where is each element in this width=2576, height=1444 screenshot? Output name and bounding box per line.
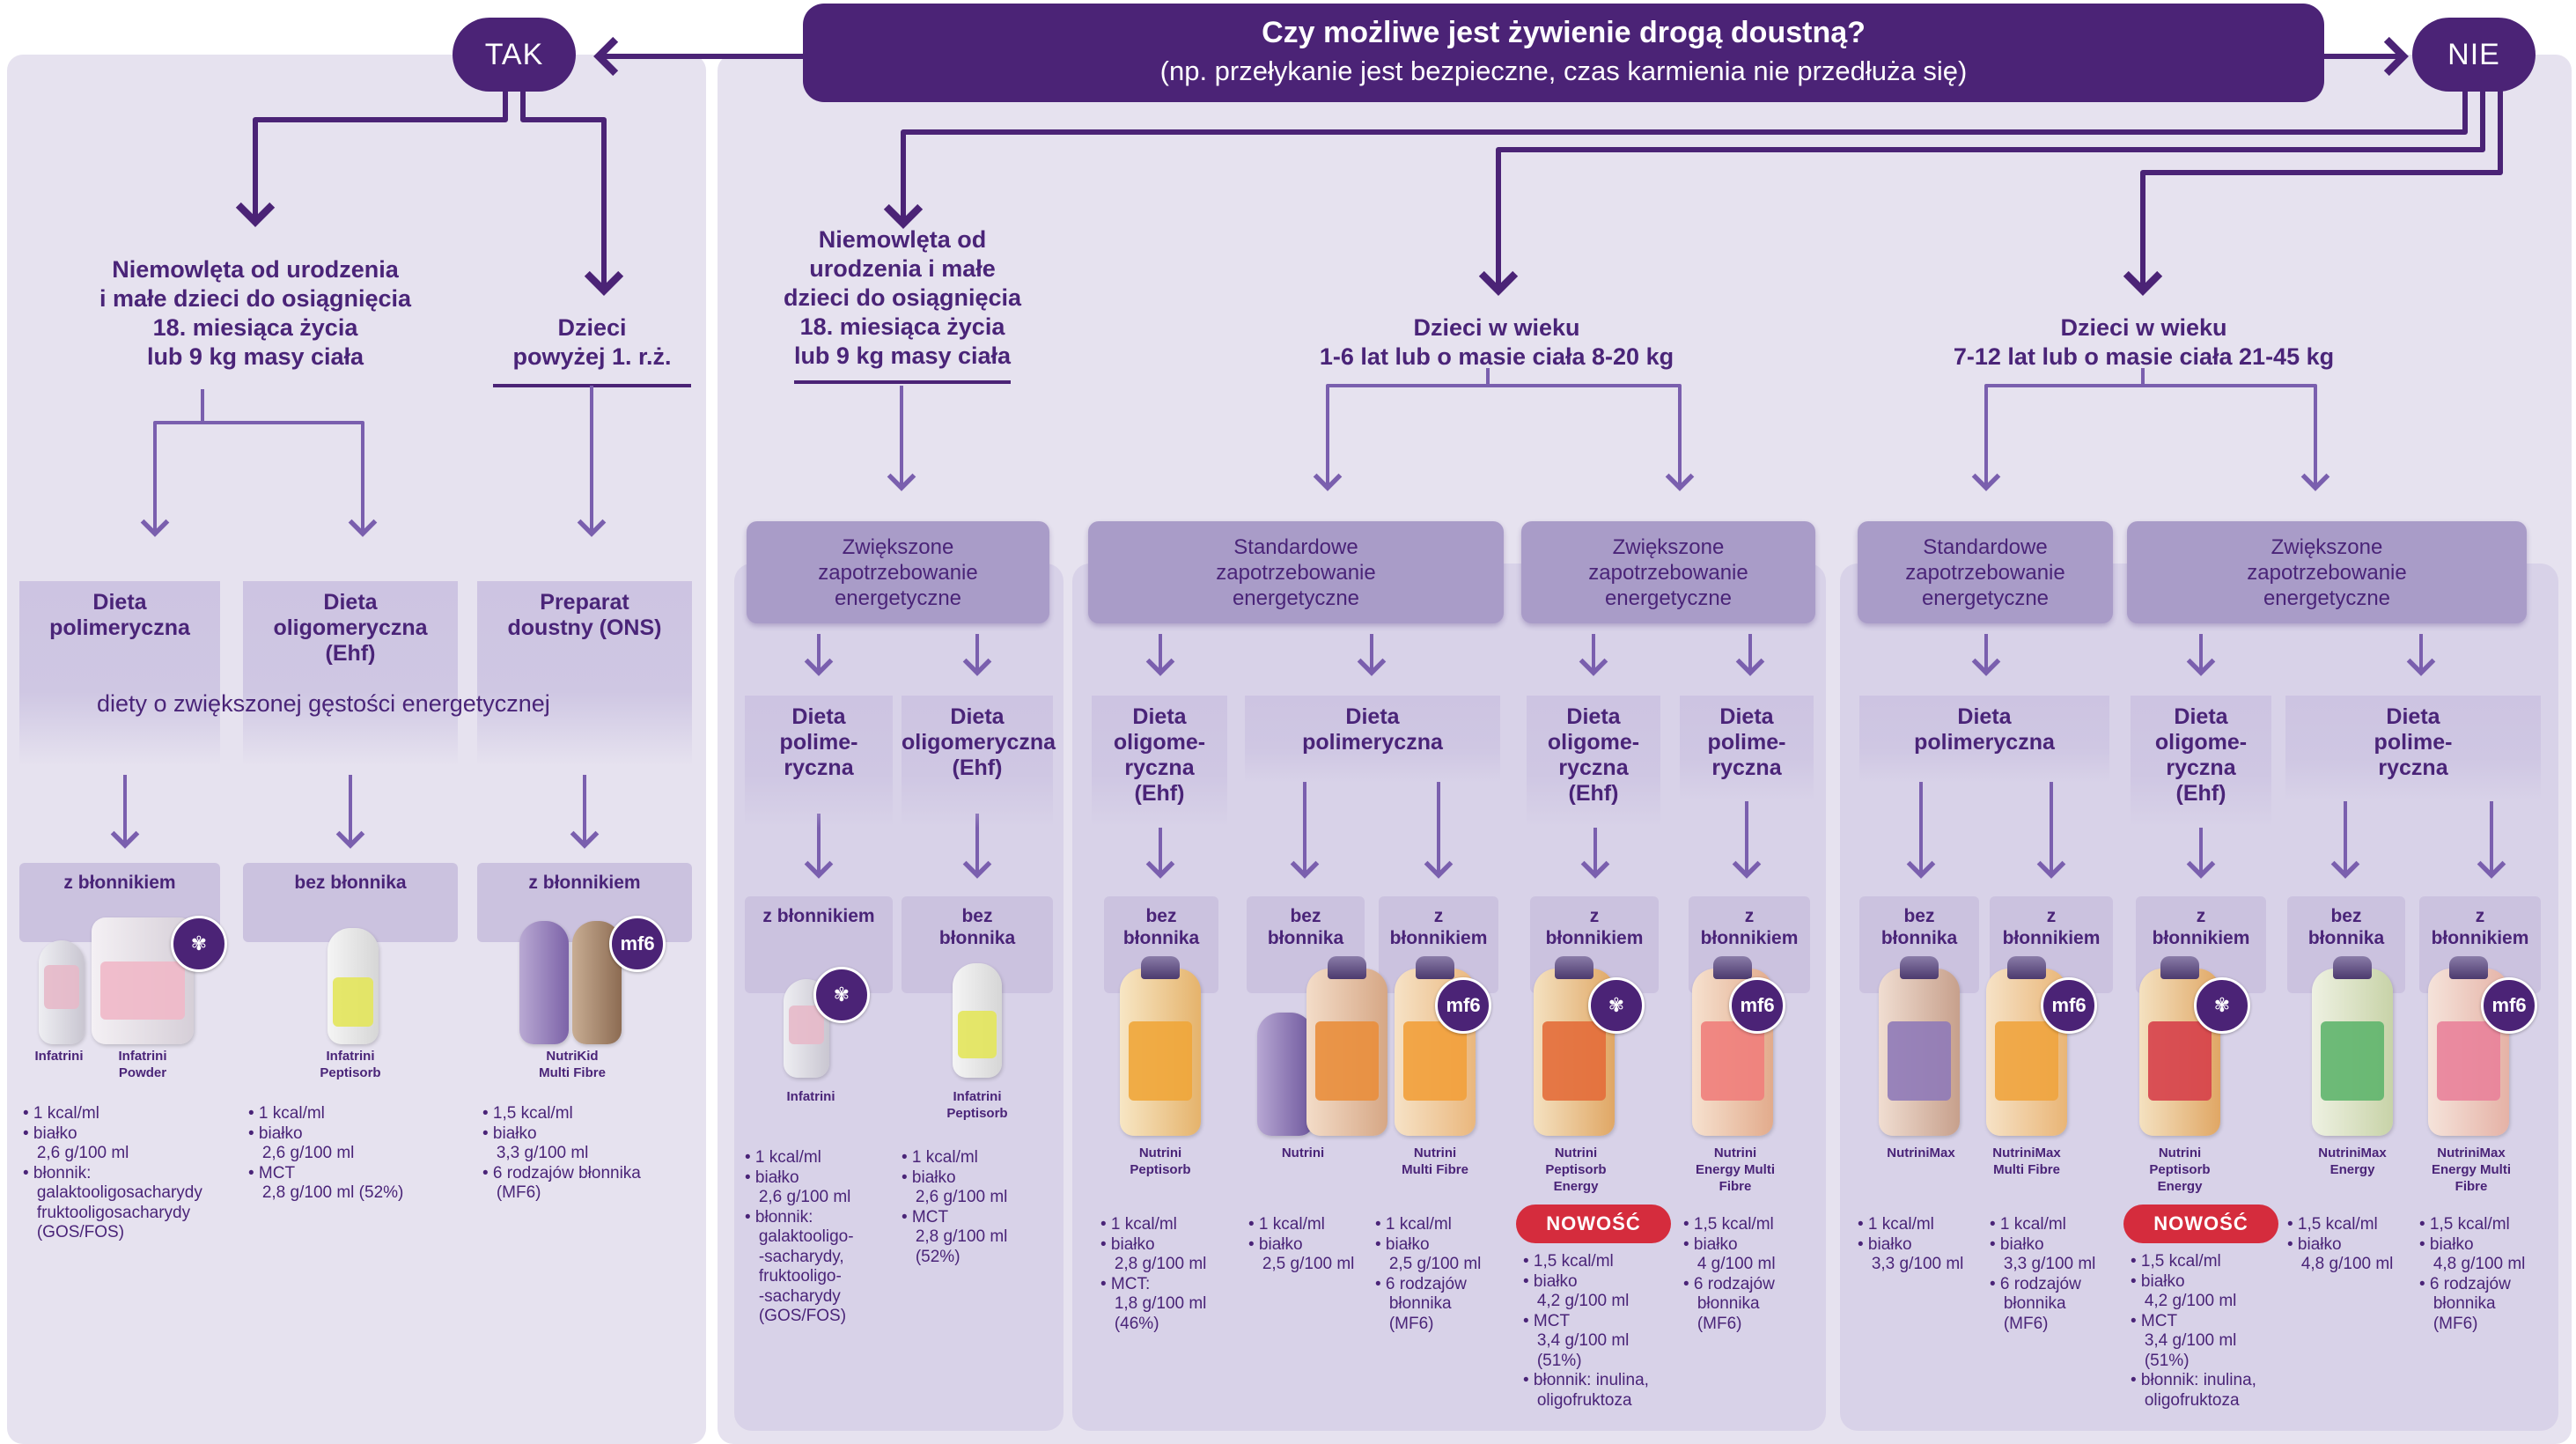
energy-density-note: diety o zwiększonej gęstości energetyczn… bbox=[97, 690, 550, 717]
nutrition-info-nutrini-peptisorb-energy: • 1,5 kcal/ml • białko 4,2 g/100 ml • MC… bbox=[1523, 1252, 1649, 1410]
yes-pill: TAK bbox=[453, 18, 576, 92]
nutrition-info-nutrini-peptisorb-energy-2: • 1,5 kcal/ml • białko 4,2 g/100 ml • MC… bbox=[2131, 1252, 2256, 1410]
product-image-nutrinimax bbox=[1879, 956, 1960, 1136]
product-image-infatrini-2 bbox=[784, 979, 829, 1078]
nutrition-info-infatrini: • 1 kcal/ml • białko 2,6 g/100 ml • błon… bbox=[23, 1104, 202, 1241]
mf6-badge-icon: mf6 bbox=[609, 916, 666, 972]
wheat-fiber-badge-icon: ✾ bbox=[171, 916, 227, 972]
nutrition-info-infatrini-peptisorb: • 1 kcal/ml • białko 2,6 g/100 ml • MCT … bbox=[248, 1104, 404, 1202]
mf6-badge-icon: mf6 bbox=[2041, 977, 2097, 1034]
nutrition-info-nutrini-multi-fibre: • 1 kcal/ml • białko 2,5 g/100 ml • 6 ro… bbox=[1375, 1215, 1482, 1333]
product-name-nutrinimax: NutriniMax bbox=[1887, 1146, 1955, 1160]
product-image-nutrini-multi-fibre bbox=[1395, 956, 1476, 1136]
question-title: Czy możliwe jest żywienie drogą doustną? bbox=[1262, 16, 1866, 49]
wheat-fiber-badge-icon: ✾ bbox=[813, 967, 870, 1023]
mf6-badge-icon: mf6 bbox=[2481, 977, 2537, 1034]
nutrition-info-nutrikid: • 1,5 kcal/ml • białko 3,3 g/100 ml • 6 … bbox=[482, 1104, 641, 1202]
nutrition-info-infatrini-peptisorb-2: • 1 kcal/ml • białko 2,6 g/100 ml • MCT … bbox=[902, 1148, 1008, 1266]
product-name-infatrini-2: Infatrini bbox=[786, 1089, 835, 1104]
nutrition-info-nutrinimax-multi-fibre: • 1 kcal/ml • białko 3,3 g/100 ml • 6 ro… bbox=[1990, 1215, 2096, 1333]
wheat-fiber-badge-icon: ✾ bbox=[2194, 977, 2250, 1034]
group-heading-nie-infants: Niemowlęta od urodzenia i małe dzieci do… bbox=[783, 226, 1022, 369]
no-pill: NIE bbox=[2412, 18, 2536, 92]
question-box: Czy możliwe jest żywienie drogą doustną?… bbox=[803, 4, 2324, 102]
group-heading-7-12: Dzieci w wieku 7-12 lat lub o masie ciał… bbox=[1953, 314, 2335, 370]
product-image-nutrikid bbox=[519, 921, 569, 1044]
product-image-nutrini bbox=[1306, 956, 1387, 1136]
group-heading-1-6: Dzieci w wieku 1-6 lat lub o masie ciała… bbox=[1319, 314, 1674, 370]
fiber-box-tak-poly: z błonnikiem bbox=[19, 863, 220, 942]
mf6-badge-icon: mf6 bbox=[1435, 977, 1491, 1034]
nutrition-info-nutrinimax: • 1 kcal/ml • białko 3,3 g/100 ml bbox=[1858, 1215, 1964, 1273]
group-heading-tak-children: Dzieci powyżej 1. r.ż. bbox=[512, 314, 672, 370]
new-badge: NOWOŚĆ bbox=[1516, 1205, 1671, 1243]
wheat-fiber-badge-icon: ✾ bbox=[1588, 977, 1645, 1034]
group-heading-tak-infants: Niemowlęta od urodzenia i małe dzieci do… bbox=[99, 256, 412, 370]
nutrition-info-nutrinimax-energy-multi-fibre: • 1,5 kcal/ml • białko 4,8 g/100 ml • 6 … bbox=[2419, 1215, 2526, 1333]
nutrition-info-nutrini: • 1 kcal/ml • białko 2,5 g/100 ml bbox=[1248, 1215, 1355, 1273]
question-subtitle: (np. przełykanie jest bezpieczne, czas k… bbox=[1159, 55, 1968, 86]
product-image-infatrini-peptisorb-2 bbox=[953, 963, 1002, 1078]
nutrition-info-infatrini-2: • 1 kcal/ml • białko 2,6 g/100 ml • błon… bbox=[745, 1148, 854, 1325]
product-image-nutrini-peptisorb bbox=[1120, 956, 1201, 1136]
nutrition-info-nutrini-energy-multi-fibre: • 1,5 kcal/ml • białko 4 g/100 ml • 6 ro… bbox=[1683, 1215, 1776, 1333]
product-image-nutrinimax-energy bbox=[2312, 956, 2393, 1136]
product-image-infatrini bbox=[39, 940, 85, 1044]
nutrition-info-nutrini-peptisorb: • 1 kcal/ml • białko 2,8 g/100 ml • MCT:… bbox=[1100, 1215, 1207, 1333]
mf6-badge-icon: mf6 bbox=[1729, 977, 1785, 1034]
product-image-nutrinimax-energy-multi-fibre bbox=[2428, 956, 2509, 1136]
product-name-infatrini: Infatrini bbox=[34, 1049, 84, 1064]
fiber-box-tak-oligo: bez błonnika bbox=[243, 863, 458, 942]
nutrition-info-nutrinimax-energy: • 1,5 kcal/ml • białko 4,8 g/100 ml bbox=[2287, 1215, 2394, 1273]
product-image-infatrini-peptisorb bbox=[328, 928, 379, 1044]
new-badge: NOWOŚĆ bbox=[2123, 1205, 2278, 1243]
product-name-nutrini: Nutrini bbox=[1281, 1146, 1325, 1160]
product-image-nutrini-purple bbox=[1257, 1013, 1314, 1136]
